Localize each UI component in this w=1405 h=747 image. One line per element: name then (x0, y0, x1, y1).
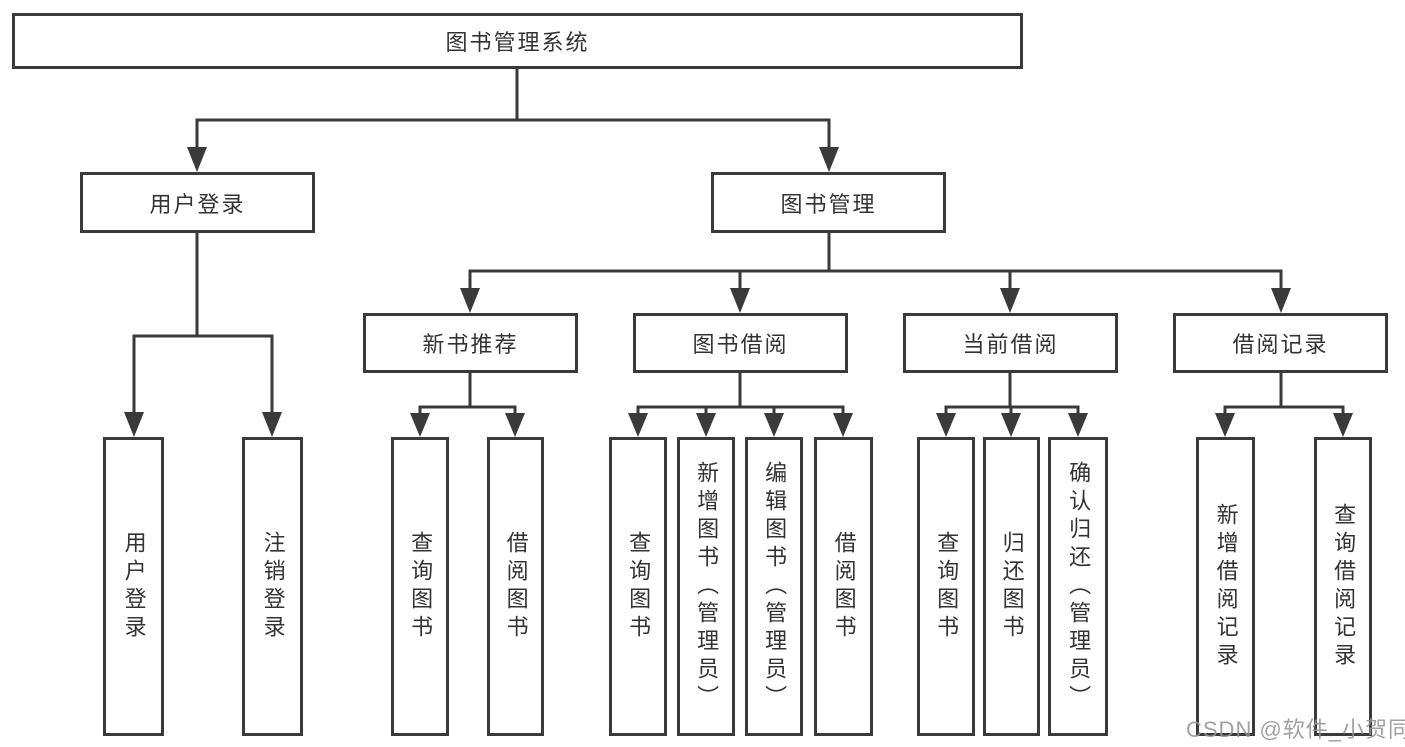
leaf-edit-books-admin: 编辑图书（管理员） (745, 437, 803, 736)
leaf-user-login: 用户登录 (103, 437, 164, 736)
connector-userlogin-rail (132, 334, 274, 415)
leaf-label: 查询图书 (408, 530, 434, 643)
leaf-label: 新增借阅记录 (1213, 502, 1239, 671)
node-label: 用户登录 (149, 191, 246, 217)
leaf-add-borrow-record: 新增借阅记录 (1196, 437, 1255, 736)
leaf-label: 注销登录 (260, 530, 286, 643)
leaf-logout: 注销登录 (242, 437, 303, 736)
leaf-query-books-2: 查询图书 (609, 437, 667, 736)
leaf-return-books: 归还图书 (983, 437, 1040, 736)
arrow-down-icon (1333, 413, 1353, 437)
arrow-down-icon (262, 412, 282, 437)
leaf-query-books-3: 查询图书 (917, 437, 975, 736)
node-user-login: 用户登录 (80, 172, 315, 233)
leaf-label: 借阅图书 (503, 530, 529, 643)
leaf-query-books-1: 查询图书 (391, 437, 449, 736)
connector-arrowheads (124, 147, 1353, 437)
arrow-down-icon (696, 413, 716, 437)
node-book-management: 图书管理 (711, 172, 946, 233)
connector-bookmgmt-rail (468, 269, 1283, 292)
connector-lines (132, 68, 1345, 416)
leaf-label: 借阅图书 (831, 530, 857, 643)
arrow-down-icon (1000, 288, 1020, 313)
arrow-down-icon (1271, 288, 1291, 313)
arrow-down-icon (1068, 413, 1088, 437)
arrow-down-icon (1001, 413, 1021, 437)
leaf-add-books-admin: 新增图书（管理员） (677, 437, 735, 736)
node-root-label: 图书管理系统 (445, 30, 590, 55)
connector-root-rail (195, 118, 831, 151)
node-label: 借阅记录 (1232, 332, 1329, 357)
arrow-down-icon (819, 147, 839, 172)
arrow-down-icon (936, 413, 956, 437)
leaf-confirm-return-admin: 确认归还（管理员） (1048, 437, 1108, 736)
arrow-down-icon (505, 413, 525, 437)
leaf-label: 编辑图书（管理员） (762, 460, 788, 713)
leaf-borrow-books-2: 借阅图书 (814, 437, 873, 736)
node-label: 当前借阅 (962, 332, 1059, 357)
leaf-borrow-books-1: 借阅图书 (487, 437, 544, 736)
arrow-down-icon (460, 288, 480, 313)
leaf-label: 查询借阅记录 (1331, 502, 1357, 671)
arrow-down-icon (764, 413, 784, 437)
connector-bookborrow-rail (636, 405, 845, 416)
csdn-watermark: CSDN @软件_小贺同学 (1186, 717, 1405, 742)
node-current-borrow: 当前借阅 (903, 313, 1118, 373)
leaf-label: 确认归还（管理员） (1066, 460, 1092, 713)
arrow-down-icon (730, 288, 750, 313)
node-new-book-recommend: 新书推荐 (363, 313, 578, 373)
leaf-query-borrow-record: 查询借阅记录 (1314, 437, 1372, 736)
arrow-down-icon (1215, 413, 1235, 437)
leaf-label: 查询图书 (626, 530, 652, 643)
node-label: 图书借阅 (692, 332, 789, 357)
leaf-label: 用户登录 (121, 530, 147, 643)
leaf-label: 查询图书 (934, 530, 960, 643)
arrow-down-icon (833, 413, 853, 437)
node-label: 图书管理 (780, 191, 877, 217)
arrow-down-icon (187, 147, 207, 172)
node-book-borrow: 图书借阅 (633, 313, 848, 373)
node-root-system: 图书管理系统 (12, 13, 1023, 69)
node-label: 新书推荐 (422, 332, 519, 357)
leaf-label: 归还图书 (999, 530, 1025, 643)
node-borrow-records: 借阅记录 (1173, 313, 1388, 373)
connector-newbooks-rail (418, 405, 517, 416)
arrow-down-icon (628, 413, 648, 437)
leaf-label: 新增图书（管理员） (694, 460, 720, 713)
connector-borrowrecords-rail (1223, 405, 1345, 416)
arrow-down-icon (410, 413, 430, 437)
arrow-down-icon (124, 412, 144, 437)
